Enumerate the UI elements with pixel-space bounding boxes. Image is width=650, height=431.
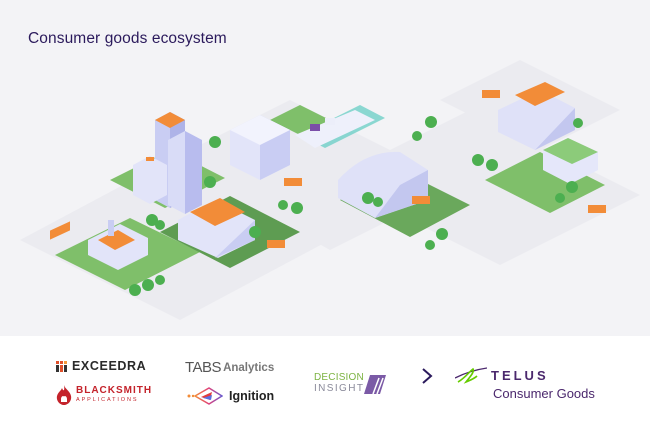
tabs-label: TABS	[185, 359, 222, 376]
ecosystem-illustration	[50, 82, 606, 296]
exceedra-label: EXCEEDRA	[72, 359, 147, 373]
page-title: Consumer goods ecosystem	[28, 30, 227, 47]
office-towers	[133, 112, 202, 214]
decision-insight-logo: DECISION INSIGHT	[314, 372, 387, 394]
ignition-logo: Ignition	[185, 387, 274, 405]
factory-orange-roof	[178, 198, 255, 258]
blacksmith-sublabel: APPLICATIONS	[76, 397, 139, 404]
blacksmith-logo: BLACKSMITH APPLICATIONS	[56, 385, 152, 405]
distribution-center	[498, 82, 575, 150]
trucks	[50, 90, 606, 248]
partners-footer	[0, 336, 650, 431]
cargo-ship	[295, 110, 375, 148]
blacksmith-label: BLACKSMITH	[76, 385, 153, 397]
ignition-label: Ignition	[229, 389, 275, 403]
chevron-right-icon	[422, 368, 433, 384]
retail-store	[543, 138, 598, 184]
telus-subtitle: Consumer Goods	[493, 386, 595, 401]
insight-label: INSIGHT	[314, 383, 365, 394]
trees	[129, 116, 583, 296]
telus-consumer-goods-logo: TELUS Consumer Goods	[455, 366, 595, 401]
telus-brand-label: TELUS	[491, 367, 549, 383]
processing-plant	[88, 220, 148, 270]
ignition-diamond-icon	[187, 387, 223, 405]
warehouse-hangar	[338, 151, 428, 218]
telus-swoosh-icon	[455, 367, 487, 384]
exceedra-logo: EXCEEDRA	[56, 359, 146, 373]
analytics-label: Analytics	[223, 361, 275, 374]
flame-icon	[56, 385, 72, 405]
tabs-analytics-logo: TABS Analytics	[185, 359, 274, 376]
factory	[230, 115, 290, 180]
decision-insight-mark-icon	[364, 374, 387, 394]
hero-section: Consumer goods ecosystem	[0, 0, 650, 336]
exceedra-bars-icon	[56, 360, 67, 372]
decision-label: DECISION	[314, 372, 364, 383]
